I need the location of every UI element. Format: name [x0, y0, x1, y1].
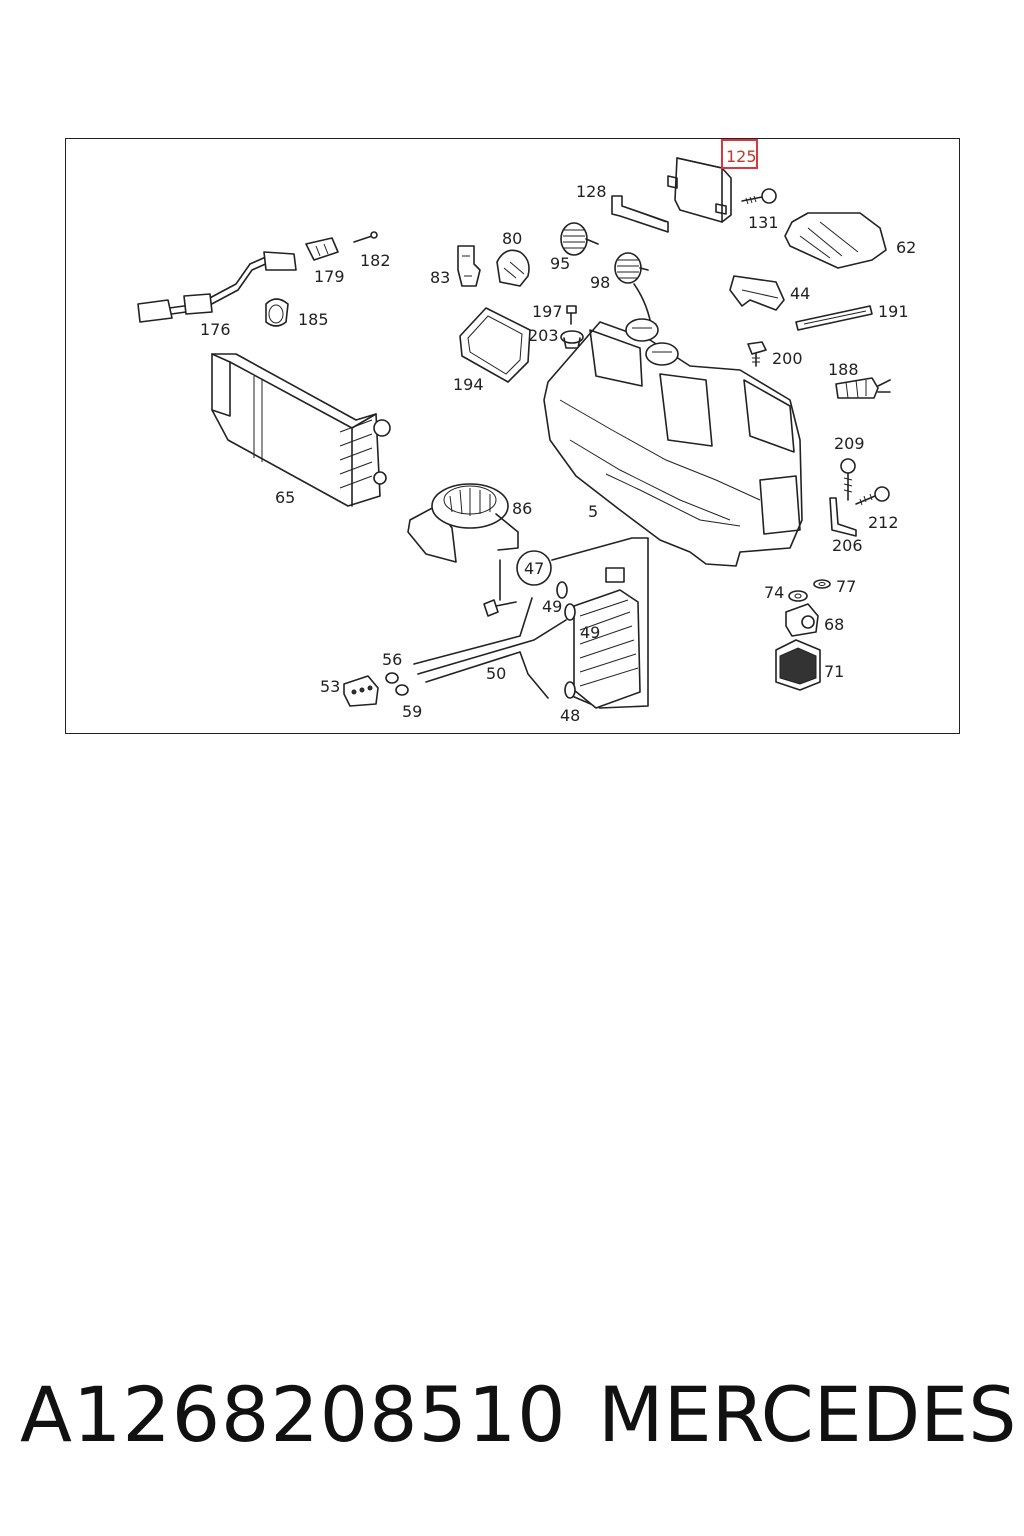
- part-182-pin: [353, 231, 378, 243]
- callout-200: 200: [772, 349, 803, 368]
- callout-182: 182: [360, 251, 391, 270]
- part-212-screw: [855, 486, 890, 506]
- part-65-heater-core: [211, 353, 391, 507]
- callout-212: 212: [868, 513, 899, 532]
- callout-95: 95: [550, 254, 570, 273]
- part-86-blower: [407, 483, 519, 563]
- part-185-grommet: [265, 298, 289, 327]
- diagram-frame: [65, 138, 960, 734]
- part-83-clip: [457, 245, 481, 287]
- callout-98: 98: [590, 273, 610, 292]
- part-68-valve: [785, 603, 819, 637]
- part-number-text: A1268208510: [20, 1370, 567, 1459]
- part-179-connector: [305, 237, 339, 261]
- callout-5: 5: [588, 502, 598, 521]
- callout-68: 68: [824, 615, 844, 634]
- callout-86: 86: [512, 499, 532, 518]
- callout-125: 125: [726, 147, 757, 166]
- callout-131: 131: [748, 213, 779, 232]
- callout-47: 47: [524, 559, 544, 578]
- part-50-refrigerant-lines: [413, 597, 567, 699]
- callout-179: 179: [314, 267, 345, 286]
- part-56-plug: [385, 672, 399, 684]
- callout-44: 44: [790, 284, 810, 303]
- callout-50: 50: [486, 664, 506, 683]
- part-59-plug: [395, 684, 409, 696]
- part-203-grommet: [560, 330, 584, 349]
- callout-53: 53: [320, 677, 340, 696]
- callout-56: 56: [382, 650, 402, 669]
- part-74-washer: [788, 590, 808, 602]
- callout-197: 197: [532, 302, 563, 321]
- callout-191: 191: [878, 302, 909, 321]
- callout-128: 128: [576, 182, 607, 201]
- callout-176: 176: [200, 320, 231, 339]
- part-200-bolt: [747, 341, 767, 367]
- callout-185: 185: [298, 310, 329, 329]
- part-44-bracket: [729, 275, 785, 311]
- part-47-evaporator-group: [483, 537, 649, 709]
- callout-188: 188: [828, 360, 859, 379]
- callout-194: 194: [453, 375, 484, 394]
- part-176-wiring-harness: [137, 251, 297, 323]
- part-77-washer: [813, 579, 831, 589]
- callout-49-upper: 49: [542, 597, 562, 616]
- footer-caption: A1268208510 MERCEDES: [0, 1370, 1024, 1480]
- part-194-seal-frame: [459, 307, 531, 383]
- part-62-cover: [784, 212, 887, 269]
- callout-203: 203: [528, 326, 559, 345]
- part-131-screw: [741, 188, 777, 205]
- part-5-hvac-housing: [543, 318, 803, 567]
- exploded-parts-diagram: 125 128 131 62 80 95 98 83 44 179 182 17…: [137, 139, 916, 725]
- callout-83: 83: [430, 268, 450, 287]
- callout-71: 71: [824, 662, 844, 681]
- part-128-bracket: [611, 195, 669, 233]
- part-188-connector: [835, 377, 891, 399]
- part-206-bracket: [829, 497, 857, 537]
- callout-80: 80: [502, 229, 522, 248]
- part-191-seal-strip: [795, 305, 873, 331]
- callout-65: 65: [275, 488, 295, 507]
- callout-49-lower: 49: [580, 623, 600, 642]
- part-197-screw: [566, 305, 577, 325]
- callout-62: 62: [896, 238, 916, 257]
- callout-209: 209: [834, 434, 865, 453]
- part-209-screw: [840, 458, 856, 501]
- callout-206: 206: [832, 536, 863, 555]
- callout-74: 74: [764, 583, 784, 602]
- part-95-servo-motor: [560, 222, 599, 256]
- callout-59: 59: [402, 702, 422, 721]
- part-71-control-unit: [775, 639, 821, 691]
- callout-77: 77: [836, 577, 856, 596]
- callout-48: 48: [560, 706, 580, 725]
- callout-125-highlight-box: [721, 139, 758, 169]
- part-80-cap: [496, 249, 530, 287]
- part-53-block: [343, 675, 379, 707]
- brand-text: MERCEDES: [598, 1370, 1017, 1459]
